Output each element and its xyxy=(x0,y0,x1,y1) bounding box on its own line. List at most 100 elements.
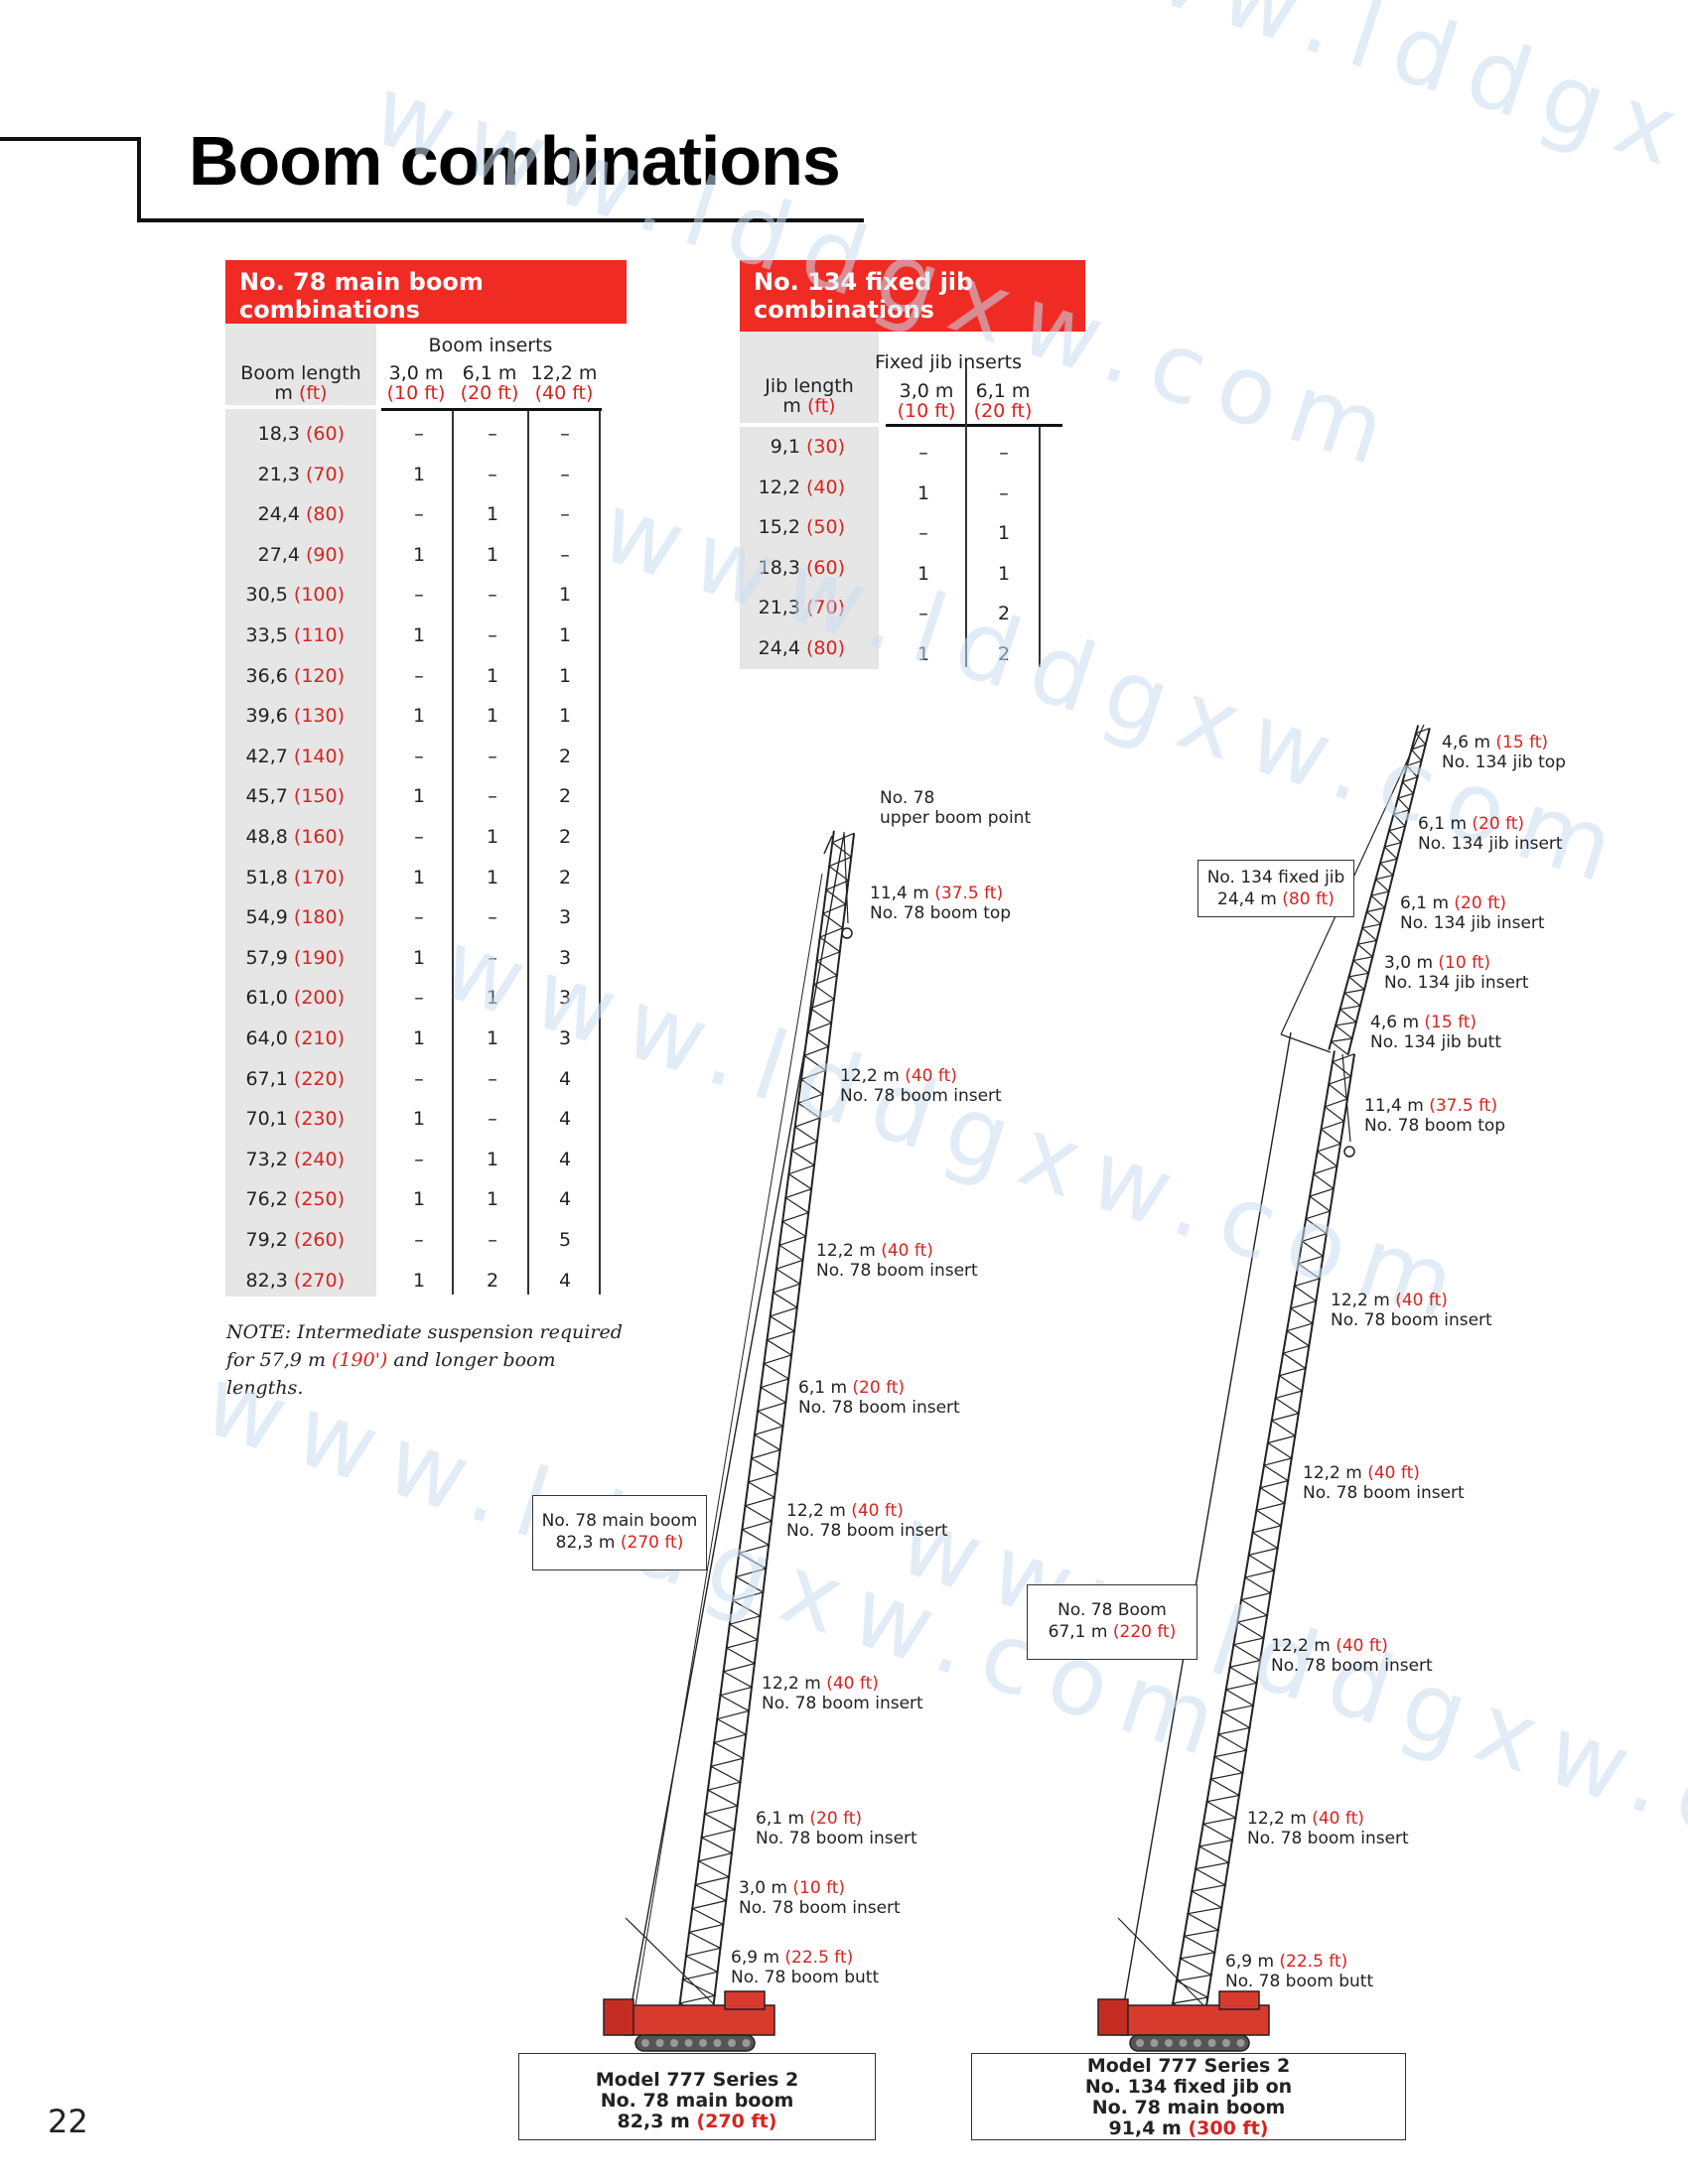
jib-row-length: 15,2 (50) xyxy=(740,516,845,538)
section-name: No. 78 boom insert xyxy=(762,1694,923,1713)
crane-1-caption-ft: (270 ft) xyxy=(696,2111,777,2132)
main-boom-cell: 1 xyxy=(486,705,499,728)
section-length-ft: (40 ft) xyxy=(1336,1636,1388,1656)
crane-1-caption: Model 777 Series 2 No. 78 main boom 82,3… xyxy=(518,2053,876,2140)
main-boom-row-length: 79,2 (260) xyxy=(225,1229,345,1251)
crane-2-caption: Model 777 Series 2 No. 134 fixed jib on … xyxy=(971,2053,1406,2140)
crane2-section-label: 6,1 m (20 ft)No. 134 jib insert xyxy=(1418,814,1563,854)
section-name: No. 78 boom insert xyxy=(816,1261,978,1281)
crane1-section-label: 6,1 m (20 ft)No. 78 boom insert xyxy=(756,1809,917,1848)
row-length-ft: (190) xyxy=(293,946,345,969)
header-rule-vertical xyxy=(137,137,141,222)
section-name: No. 78 boom insert xyxy=(756,1829,917,1848)
crane2-section-label: 12,2 m (40 ft)No. 78 boom insert xyxy=(1247,1809,1409,1848)
row-length-ft: (70) xyxy=(305,463,345,485)
main-boom-cell: – xyxy=(488,785,497,808)
crane-1-caption-line1: Model 777 Series 2 xyxy=(595,2069,799,2091)
row-length-ft: (230) xyxy=(293,1108,345,1131)
crane2-section-label: 11,4 m (37.5 ft)No. 78 boom top xyxy=(1364,1096,1505,1136)
main-boom-cell: – xyxy=(488,906,497,929)
main-boom-cell: 1 xyxy=(412,866,426,888)
crane-2-caption-ft: (300 ft) xyxy=(1188,2117,1269,2139)
main-boom-cell: 1 xyxy=(486,1148,499,1170)
main-boom-cell: – xyxy=(414,664,424,687)
main-boom-cell: 1 xyxy=(558,664,572,687)
section-length-m: 3,0 m xyxy=(739,1878,787,1898)
section-name: No. 78 boom insert xyxy=(840,1086,1002,1106)
row-length-m: 36,6 xyxy=(245,664,288,687)
section-length-ft: (15 ft) xyxy=(1495,733,1549,752)
row-length-ft: (260) xyxy=(293,1229,345,1251)
section-name: No. 78 boom butt xyxy=(731,1968,880,1987)
section-length-m: 6,1 m xyxy=(798,1378,847,1398)
crane-2-jib-box-line1: No. 134 fixed jib xyxy=(1206,868,1345,887)
main-boom-cell: 3 xyxy=(558,906,572,929)
main-boom-cell: – xyxy=(414,745,424,767)
crane-1-box-m: 82,3 m xyxy=(555,1533,616,1553)
col-header-m: 12,2 m xyxy=(530,362,598,384)
main-boom-cell: 4 xyxy=(558,1269,572,1292)
jib-col-header-ft: (10 ft) xyxy=(897,400,956,422)
crane1-section-label: 12,2 m (40 ft)No. 78 boom insert xyxy=(786,1501,948,1541)
main-boom-cell: – xyxy=(560,463,570,485)
crane2-section-label: 4,6 m (15 ft)No. 134 jib butt xyxy=(1370,1013,1501,1052)
row-length-m: 21,3 xyxy=(257,463,300,485)
main-boom-row-length: 39,6 (130) xyxy=(225,705,345,727)
jib-row-length: 24,4 (80) xyxy=(740,637,845,659)
row-length-ft: (240) xyxy=(293,1148,345,1170)
crane-1-box-ft: (270 ft) xyxy=(620,1533,684,1553)
section-length-ft: (22.5 ft) xyxy=(784,1948,854,1968)
jib-row-length: 9,1 (30) xyxy=(740,436,845,458)
main-boom-cell: 1 xyxy=(412,785,426,808)
main-boom-cell: 3 xyxy=(558,946,572,969)
main-boom-header-rule xyxy=(381,408,602,411)
section-name: No. 78 boom insert xyxy=(1247,1829,1409,1848)
main-boom-cell: 1 xyxy=(412,946,426,969)
main-boom-row-length: 73,2 (240) xyxy=(225,1149,345,1170)
jib-cell: 1 xyxy=(997,562,1011,585)
jib-cell: 2 xyxy=(997,603,1011,625)
section-length-ft: (40 ft) xyxy=(881,1241,933,1261)
row-length-ft: (140) xyxy=(293,745,345,767)
note-value-m: 57,9 m xyxy=(259,1349,326,1371)
jib-col-header: 3,0 m(10 ft) xyxy=(890,381,963,421)
main-boom-cell: 1 xyxy=(486,543,499,566)
row-length-ft: (150) xyxy=(293,785,345,808)
main-boom-cell: – xyxy=(560,543,570,566)
main-boom-cell: 1 xyxy=(412,543,426,566)
crane-2-jib-box: No. 134 fixed jib 24,4 m (80 ft) xyxy=(1197,860,1354,917)
jib-col-divider-2 xyxy=(1039,427,1041,667)
main-boom-cell: – xyxy=(414,987,424,1010)
section-length-m: 12,2 m xyxy=(816,1241,876,1261)
section-length-ft: (20 ft) xyxy=(852,1378,906,1398)
col-header-ft: (40 ft) xyxy=(534,382,594,404)
crane2-section-label: 12,2 m (40 ft)No. 78 boom insert xyxy=(1303,1463,1465,1503)
main-boom-cell: – xyxy=(414,906,424,929)
section-length-ft: (40 ft) xyxy=(1395,1291,1448,1310)
crane-1-boom-box: No. 78 main boom 82,3 m (270 ft) xyxy=(532,1495,707,1570)
main-boom-cell: – xyxy=(414,584,424,607)
row-length-m: 76,2 xyxy=(245,1188,288,1211)
col-header-ft: (20 ft) xyxy=(460,382,519,404)
length-header-unit-m: m xyxy=(274,382,293,404)
section-length-m: 6,1 m xyxy=(1418,814,1467,834)
section-length-m: 4,6 m xyxy=(1442,733,1490,752)
section-length-ft: (40 ft) xyxy=(1312,1809,1364,1829)
jib-cell: 1 xyxy=(916,643,930,665)
main-boom-row-length: 76,2 (250) xyxy=(225,1188,345,1210)
crane2-section-label: 12,2 m (40 ft)No. 78 boom insert xyxy=(1271,1636,1433,1676)
section-length-m: 12,2 m xyxy=(840,1066,900,1086)
main-boom-cell: 1 xyxy=(412,1027,426,1049)
main-boom-col-divider-1 xyxy=(452,411,454,1295)
section-name: No. 78 boom insert xyxy=(1331,1310,1492,1330)
row-length-ft: (200) xyxy=(293,987,345,1010)
col-header-m: 3,0 m xyxy=(388,362,444,384)
row-length-m: 79,2 xyxy=(245,1229,288,1251)
crane-2-boom-box-line1: No. 78 Boom xyxy=(1057,1600,1167,1620)
col-header-ft: (10 ft) xyxy=(386,382,446,404)
main-boom-cell: – xyxy=(488,1229,497,1251)
row-length-m: 27,4 xyxy=(257,543,300,566)
jib-col-header: 6,1 m(20 ft) xyxy=(967,381,1039,421)
